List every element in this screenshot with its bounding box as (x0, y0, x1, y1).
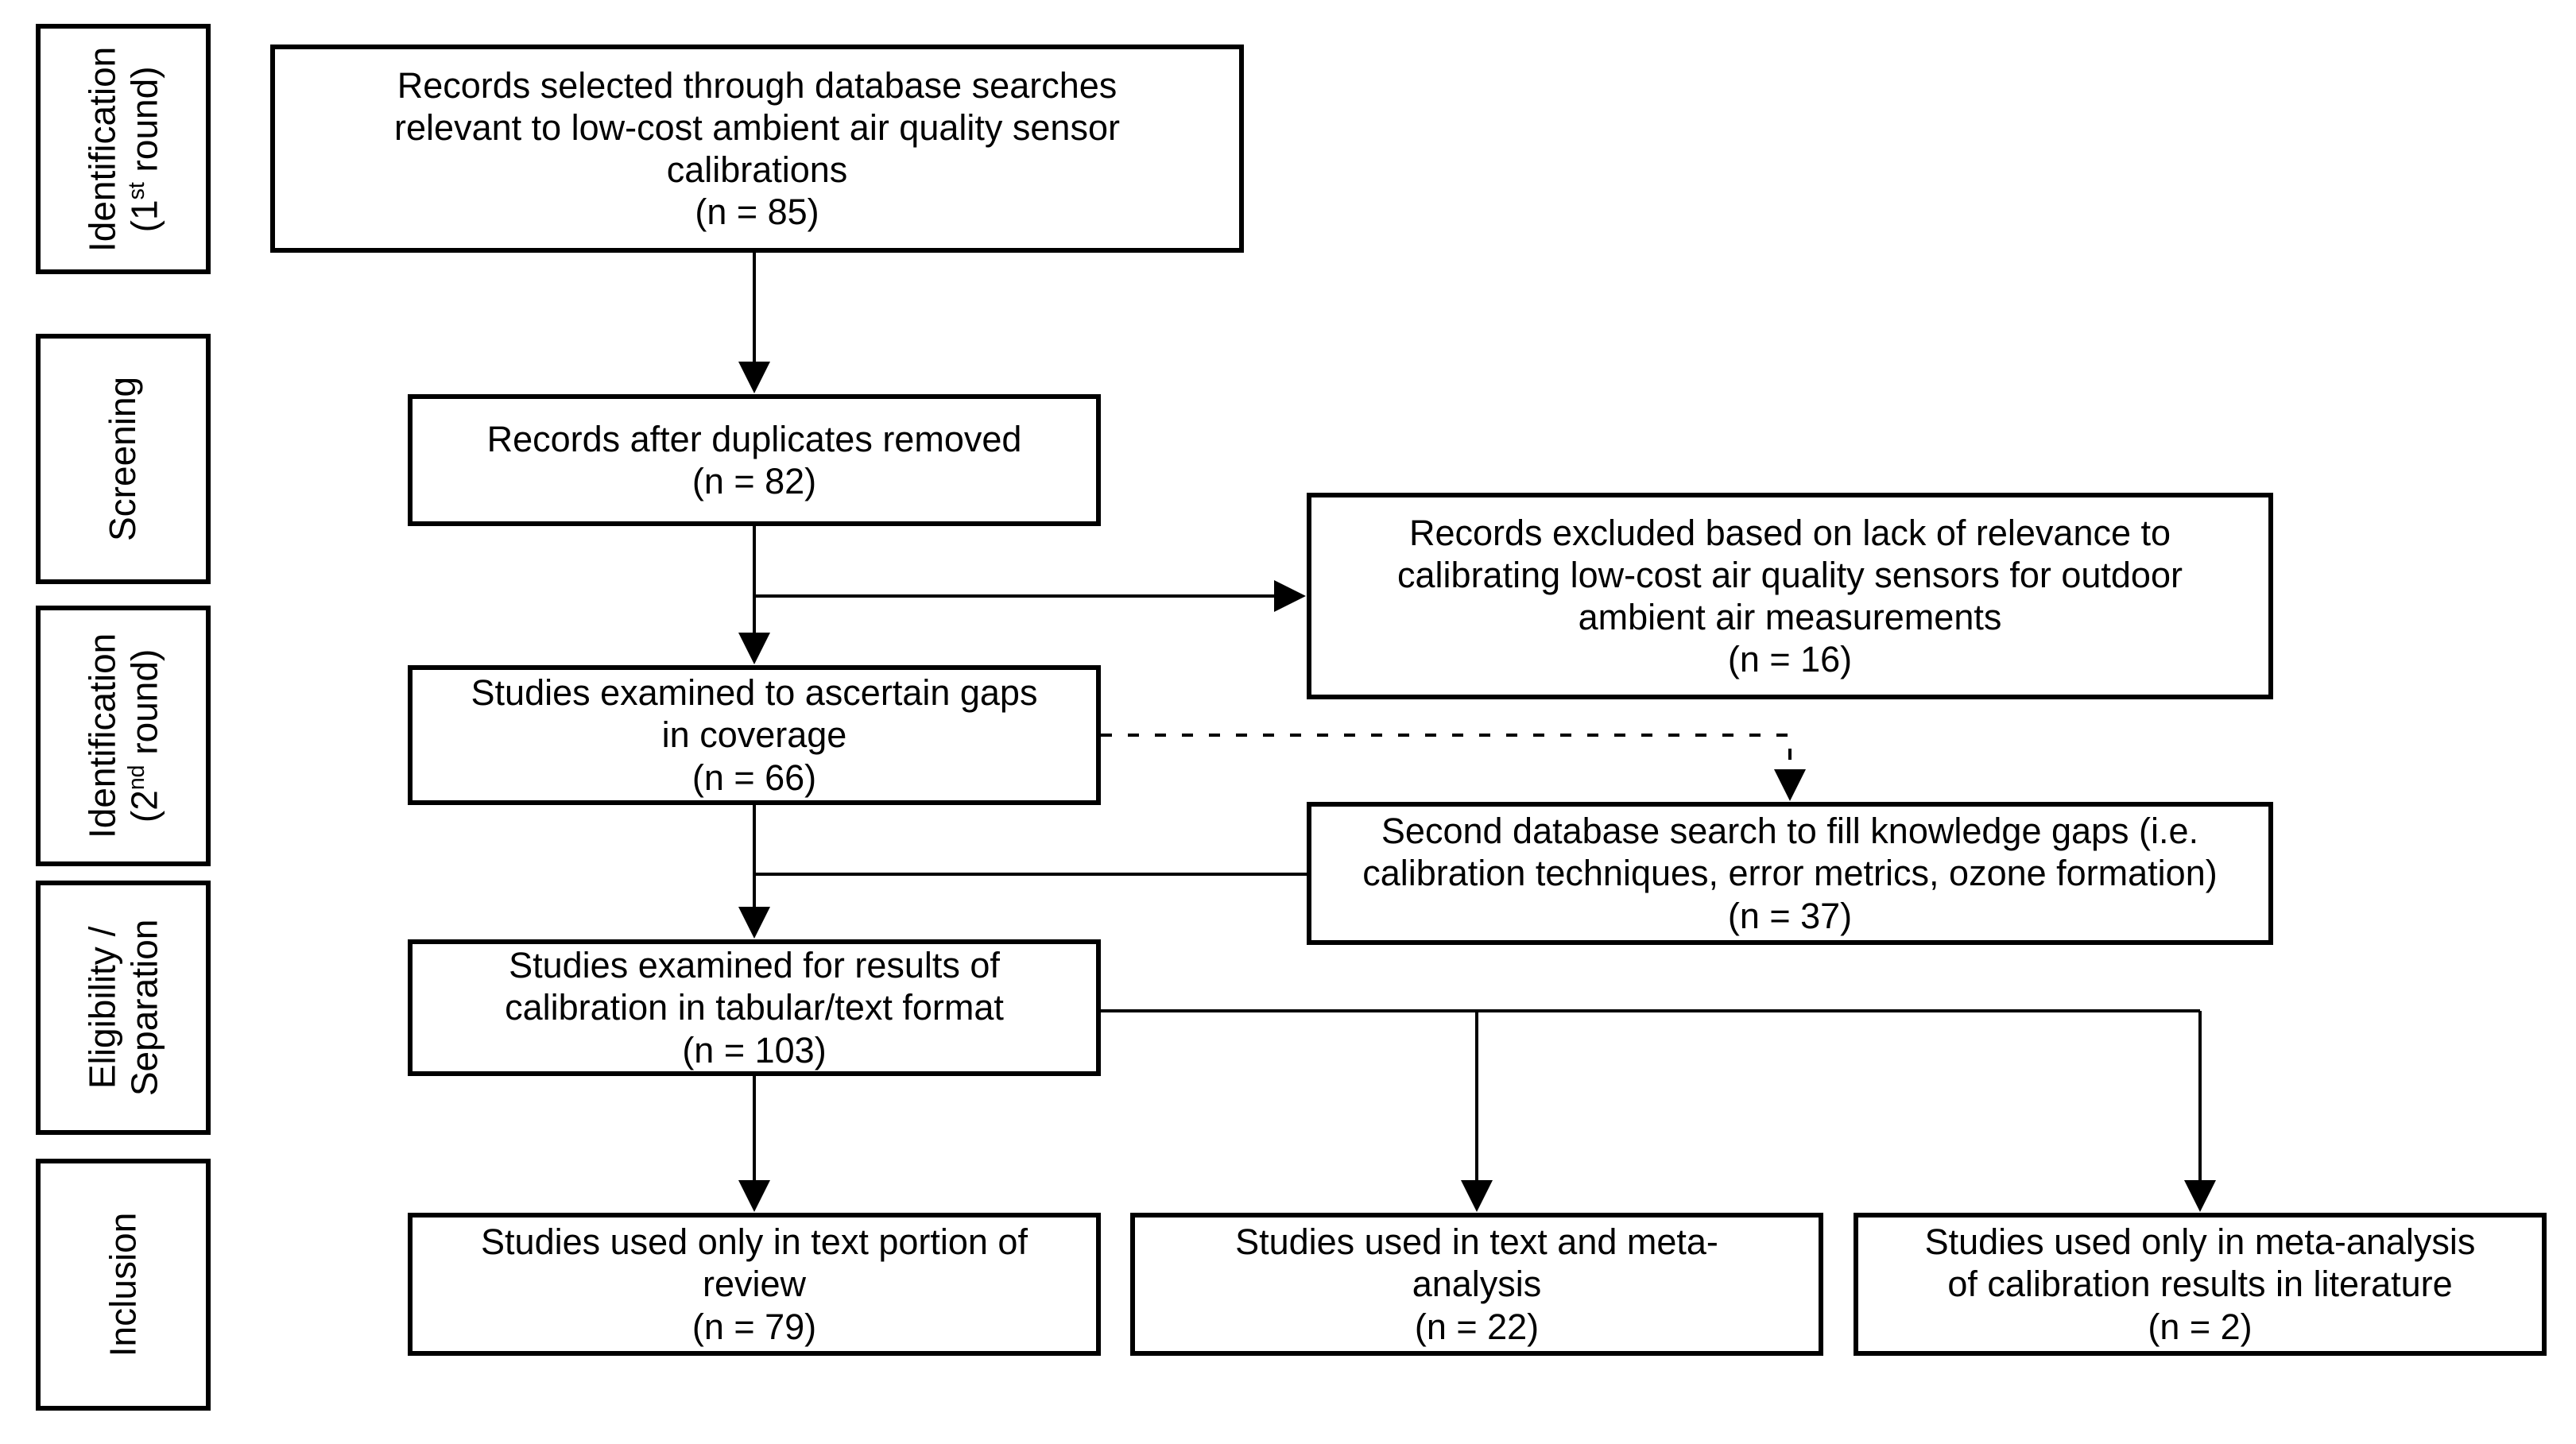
stage-identification-second-round: Identification(2nd round) (36, 606, 211, 866)
count-label: (n = 66) (691, 757, 817, 798)
flow-box-second-database-search: Second database search to fill knowledge… (1307, 802, 2273, 945)
flow-box-gaps-in-coverage: Studies examined to ascertain gaps in co… (408, 665, 1101, 805)
count-label: (n = 16) (1727, 639, 1853, 680)
flow-box-meta-analysis-only: Studies used only in meta-analysis of ca… (1854, 1213, 2547, 1356)
stage-label: Screening (102, 376, 144, 542)
stage-identification-first-round: Identification(1st round) (36, 24, 211, 274)
stage-label: Eligibility /Separation (81, 919, 165, 1097)
flow-box-text-and-meta-analysis: Studies used in text and meta-analysis(n… (1130, 1213, 1823, 1356)
count-label: (n = 85) (695, 192, 819, 233)
stage-label: Identification(1st round) (81, 46, 165, 252)
stage-label: Inclusion (102, 1212, 144, 1357)
flow-box-results-examined: Studies examined for results of calibrat… (408, 939, 1101, 1076)
stage-inclusion: Inclusion (36, 1159, 211, 1411)
flow-box-duplicates-removed: Records after duplicates removed(n = 82) (408, 394, 1101, 526)
count-label: (n = 103) (682, 1029, 827, 1070)
flow-box-records-excluded: Records excluded based on lack of releva… (1307, 493, 2273, 699)
count-label: (n = 22) (1414, 1306, 1540, 1347)
stage-label: Identification(2nd round) (81, 633, 165, 839)
count-label: (n = 82) (691, 461, 817, 501)
stage-eligibility-separation: Eligibility /Separation (36, 881, 211, 1135)
count-label: (n = 2) (2148, 1306, 2253, 1347)
flow-box-text-only: Studies used only in text portion of rev… (408, 1213, 1101, 1356)
stage-screening: Screening (36, 334, 211, 584)
count-label: (n = 79) (691, 1306, 817, 1347)
flow-box-records-selected: Records selected through database search… (270, 45, 1244, 253)
dashed-arrow-gaps-to-secondsearch (1101, 734, 1806, 801)
